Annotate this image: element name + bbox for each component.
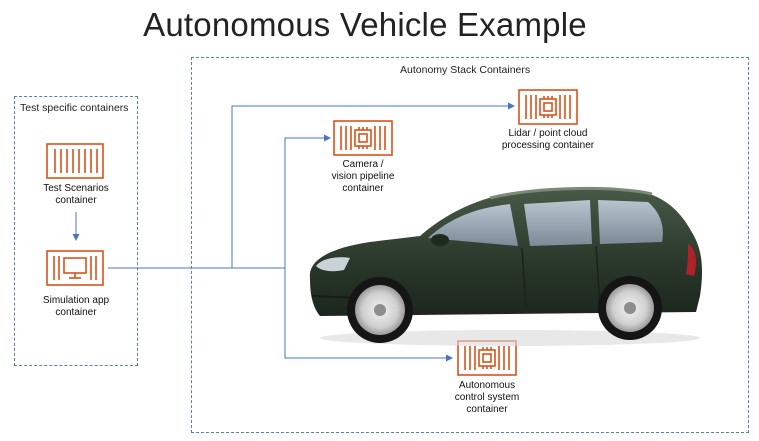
lidar-label: Lidar / point cloud processing container bbox=[488, 128, 608, 152]
page-title: Autonomous Vehicle Example bbox=[143, 6, 587, 43]
simulation-app-container-icon bbox=[46, 250, 104, 286]
control-container-icon bbox=[457, 340, 517, 376]
label-line: control system bbox=[454, 392, 520, 403]
car-image bbox=[309, 186, 703, 346]
label-line: Lidar / point cloud bbox=[508, 128, 588, 139]
test-containers-group bbox=[14, 96, 138, 366]
arrow-to-camera bbox=[284, 134, 331, 268]
camera-container-icon bbox=[333, 120, 393, 156]
label-line: processing container bbox=[501, 140, 595, 151]
label-line: container bbox=[342, 183, 384, 194]
test-containers-group-label: Test specific containers bbox=[20, 102, 129, 114]
label-line: container bbox=[55, 307, 97, 318]
camera-label: Camera / vision pipeline container bbox=[313, 159, 413, 195]
arrow-to-control bbox=[284, 268, 453, 362]
label-line: Simulation app bbox=[42, 295, 110, 306]
test-scenarios-container-icon bbox=[46, 143, 104, 179]
test-scenarios-label: Test Scenarios container bbox=[26, 183, 126, 207]
label-line: container bbox=[466, 404, 508, 415]
autonomy-stack-group bbox=[191, 57, 749, 433]
label-line: Autonomous bbox=[458, 380, 516, 391]
label-line: Test Scenarios bbox=[43, 183, 109, 194]
label-line: vision pipeline bbox=[331, 171, 395, 182]
lidar-container-icon bbox=[518, 89, 578, 125]
label-line: container bbox=[55, 195, 97, 206]
simulation-app-label: Simulation app container bbox=[26, 295, 126, 319]
label-line: Camera / bbox=[342, 159, 384, 170]
autonomy-stack-group-label: Autonomy Stack Containers bbox=[400, 64, 531, 76]
arrow-to-lidar bbox=[231, 102, 515, 268]
control-label: Autonomous control system container bbox=[437, 380, 537, 416]
